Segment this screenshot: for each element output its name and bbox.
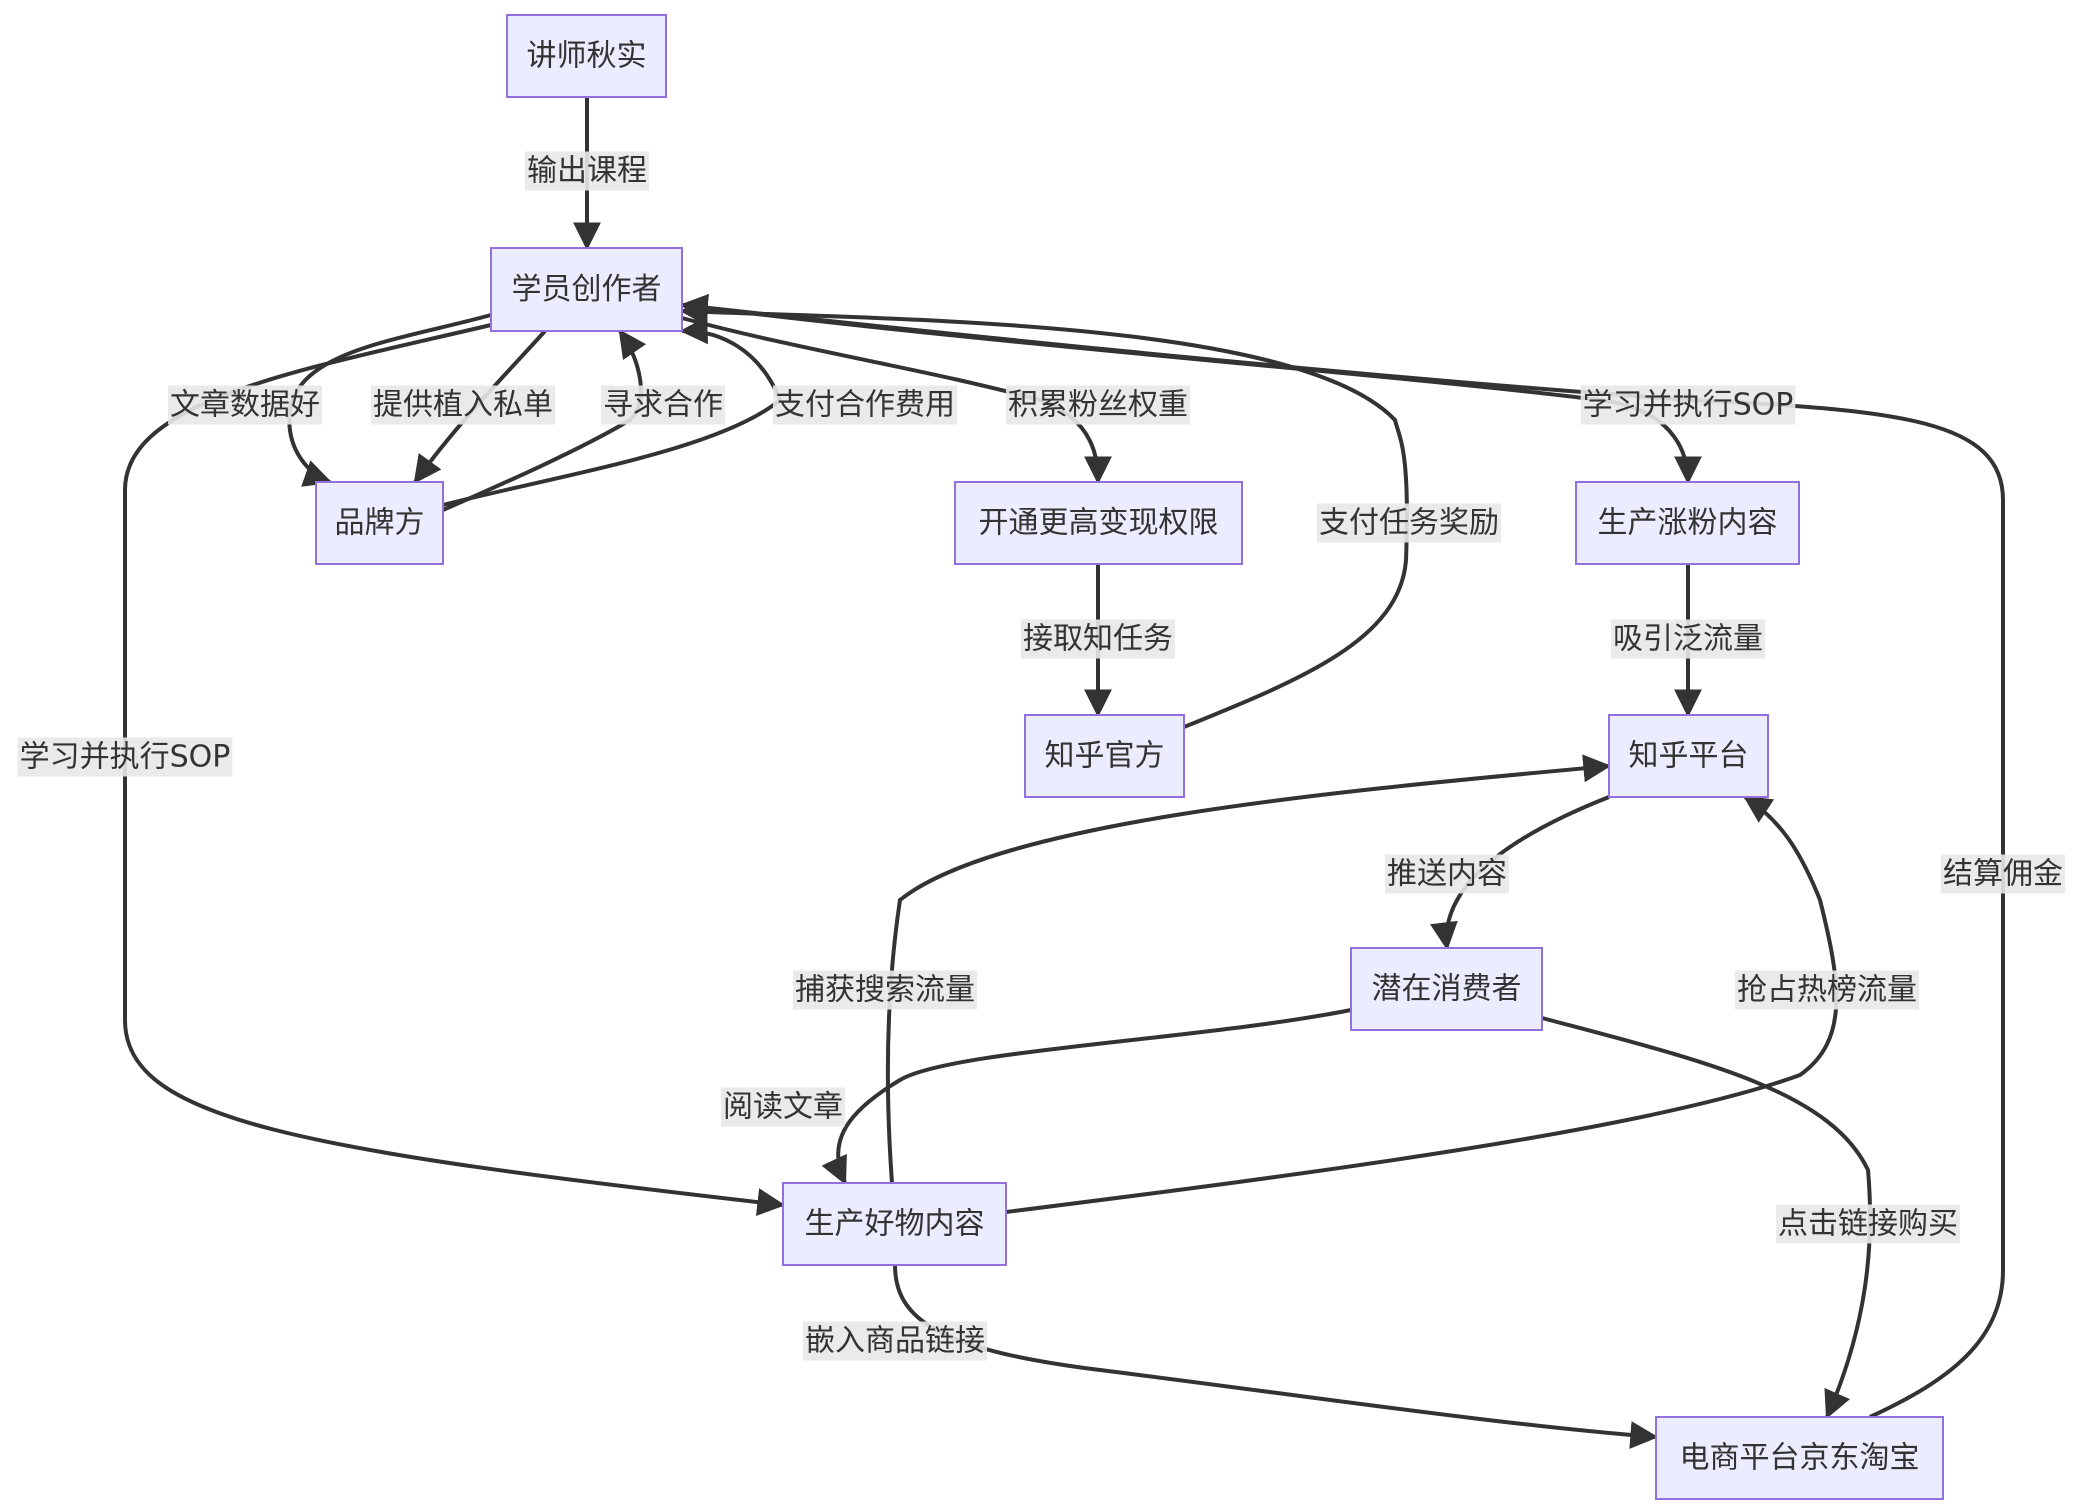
- edge-label-text: 输出课程: [527, 154, 647, 189]
- edge-label-text: 提供植入私单: [373, 388, 553, 423]
- edge-label: 学习并执行SOP: [1580, 385, 1796, 425]
- edge-label-text: 寻求合作: [603, 388, 723, 423]
- node-monetize: 开通更高变现权限: [954, 481, 1243, 565]
- node-label: 电商平台京东淘宝: [1680, 1441, 1920, 1476]
- node-ecommerce: 电商平台京东淘宝: [1655, 1416, 1944, 1500]
- node-box: [490, 247, 683, 332]
- edge-label-background: [773, 385, 957, 425]
- node-box: [782, 1182, 1007, 1266]
- node-goods-content: 生产好物内容: [782, 1182, 1007, 1266]
- node-box: [1575, 481, 1800, 565]
- node-label: 潜在消费者: [1372, 972, 1522, 1007]
- node-lecturer: 讲师秋实: [506, 14, 667, 98]
- edge-label-text: 点击链接购买: [1778, 1207, 1958, 1242]
- edge-label-text: 结算佣金: [1943, 857, 2063, 892]
- edge-label-background: [1317, 503, 1501, 543]
- edge-label-background: [17, 737, 233, 777]
- edge-label: 点击链接购买: [1776, 1204, 1960, 1244]
- edge-label-text: 嵌入商品链接: [805, 1324, 985, 1359]
- node-box: [1024, 714, 1185, 798]
- edge-label: 提供植入私单: [371, 385, 555, 425]
- edge-label-background: [168, 385, 322, 425]
- edge-label-background: [525, 151, 649, 191]
- edge-label: 阅读文章: [721, 1087, 845, 1127]
- node-label: 品牌方: [335, 506, 425, 541]
- edge-label-text: 学习并执行SOP: [1583, 388, 1794, 423]
- node-brand: 品牌方: [315, 481, 444, 565]
- edge-consumer-to-goods_content: [821, 1008, 1352, 1186]
- edge-label-text: 阅读文章: [723, 1090, 843, 1125]
- edge-goods_content-to-zhihu_platform: [885, 754, 1612, 1184]
- edge-label: 寻求合作: [601, 385, 725, 425]
- edge-label: 捕获搜索流量: [793, 970, 977, 1010]
- node-label: 讲师秋实: [527, 39, 647, 74]
- edge-consumer-to-ecommerce: [1541, 1016, 1873, 1420]
- node-box: [1350, 947, 1543, 1031]
- edge-label-background: [1021, 619, 1175, 659]
- node-box: [506, 14, 667, 98]
- edge-label-background: [601, 385, 725, 425]
- edge-label-background: [1941, 854, 2065, 894]
- node-zhihu-official: 知乎官方: [1024, 714, 1185, 798]
- node-label: 生产涨粉内容: [1598, 506, 1778, 541]
- edge-label: 结算佣金: [1941, 854, 2065, 894]
- node-fan-content: 生产涨粉内容: [1575, 481, 1800, 565]
- edge-label: 接取知任务: [1021, 619, 1175, 659]
- edge-label-text: 学习并执行SOP: [20, 740, 231, 775]
- edge-label-background: [1580, 385, 1796, 425]
- edge-label-text: 支付任务奖励: [1319, 506, 1499, 541]
- node-box: [315, 481, 444, 565]
- node-box: [954, 481, 1243, 565]
- edge-label: 嵌入商品链接: [803, 1321, 987, 1361]
- node-label: 知乎平台: [1629, 739, 1749, 774]
- edge-label-background: [1385, 854, 1509, 894]
- edge-label-background: [1611, 619, 1765, 659]
- edge-label: 抢占热榜流量: [1735, 970, 1919, 1010]
- node-label: 开通更高变现权限: [979, 506, 1219, 541]
- edge-brand-to-creator: [442, 329, 647, 512]
- edge-goods_content-to-ecommerce: [893, 1264, 1659, 1449]
- edge-label: 积累粉丝权重: [1006, 385, 1190, 425]
- edge-label-text: 文章数据好: [170, 388, 320, 423]
- edge-goods_content-to-zhihu_platform: [1005, 795, 1839, 1214]
- node-creator: 学员创作者: [490, 247, 683, 332]
- edge-label: 学习并执行SOP: [17, 737, 233, 777]
- edge-creator-to-monetize: [681, 316, 1112, 485]
- node-label: 生产好物内容: [805, 1207, 985, 1242]
- edge-label-background: [371, 385, 555, 425]
- edge-label-text: 接取知任务: [1023, 622, 1173, 657]
- edge-label-background: [1006, 385, 1190, 425]
- node-consumer: 潜在消费者: [1350, 947, 1543, 1031]
- edge-label-text: 支付合作费用: [775, 388, 955, 423]
- edge-label-background: [1776, 1204, 1960, 1244]
- edge-label-background: [793, 970, 977, 1010]
- edge-label-text: 抢占热榜流量: [1737, 973, 1917, 1008]
- edge-brand-to-creator: [442, 316, 783, 507]
- edge-label-background: [721, 1087, 845, 1127]
- edge-zhihu_official-to-creator: [679, 298, 1409, 729]
- node-zhihu-platform: 知乎平台: [1608, 714, 1769, 798]
- edge-label: 吸引泛流量: [1611, 619, 1765, 659]
- node-box: [1608, 714, 1769, 798]
- node-label: 知乎官方: [1045, 739, 1165, 774]
- edge-label: 文章数据好: [168, 385, 322, 425]
- edge-label: 输出课程: [525, 151, 649, 191]
- edge-label: 支付任务奖励: [1317, 503, 1501, 543]
- edge-label: 推送内容: [1385, 854, 1509, 894]
- node-label: 学员创作者: [512, 272, 662, 307]
- edge-label-text: 吸引泛流量: [1613, 622, 1763, 657]
- edge-label-text: 积累粉丝权重: [1008, 388, 1188, 423]
- edge-label-text: 捕获搜索流量: [795, 973, 975, 1008]
- edge-label: 支付合作费用: [773, 385, 957, 425]
- edge-label-background: [803, 1321, 987, 1361]
- edge-label-text: 推送内容: [1387, 857, 1507, 892]
- edge-label-background: [1735, 970, 1919, 1010]
- edge-creator-to-goods_content: [123, 323, 786, 1217]
- node-box: [1655, 1416, 1944, 1500]
